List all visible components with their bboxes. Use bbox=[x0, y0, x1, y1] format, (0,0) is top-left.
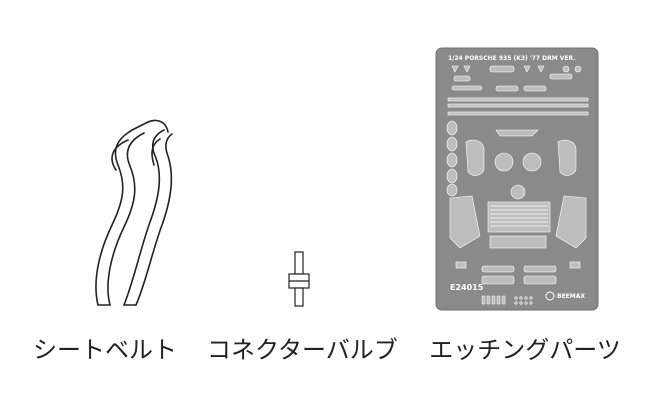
photo-etch-sheet-icon: 1/24 PORSCHE 935 (K3) '77 DRM VER. bbox=[435, 47, 599, 311]
seatbelt-label: シートベルト bbox=[33, 336, 177, 364]
product-connector-valve: コネクターバルブ bbox=[200, 0, 400, 407]
seatbelt-icon bbox=[95, 119, 173, 306]
product-photo-etch: 1/24 PORSCHE 935 (K3) '77 DRM VER. bbox=[400, 0, 650, 407]
connector-valve-icon bbox=[288, 251, 310, 307]
connector-valve-label: コネクターバルブ bbox=[207, 336, 398, 364]
etch-sheet-brand: BEEMAX bbox=[557, 293, 585, 300]
product-seatbelt: シートベルト bbox=[0, 0, 210, 407]
photo-etch-label: エッチングパーツ bbox=[429, 336, 621, 364]
brand-logo-icon bbox=[545, 291, 555, 301]
etch-sheet-code: E24015 bbox=[450, 283, 484, 292]
etch-sheet-title: 1/24 PORSCHE 935 (K3) '77 DRM VER. bbox=[448, 55, 576, 62]
